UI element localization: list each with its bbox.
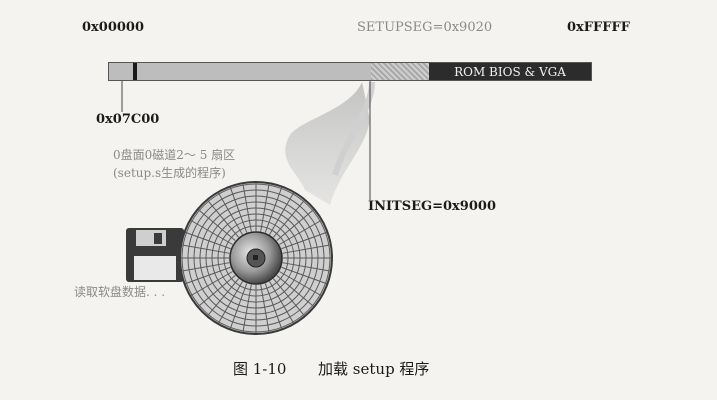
disk-sector-line [281,266,327,285]
disk-sector-line [190,220,233,245]
disk-sector-line [276,209,314,242]
initseg-label: INITSEG=0x9000 [368,199,496,214]
disk-sector-line [282,262,330,272]
disk-sector-line [218,281,243,324]
disk-sector-line [282,244,330,254]
disk-sector-line [207,278,240,316]
disk-sector-line [182,262,230,272]
figure-number: 图 1-10 [233,360,287,378]
disk-platter-icon [179,181,333,335]
sector-note-line-2: (setup.s生成的程序) [113,166,226,180]
disk-sector-line [276,274,314,307]
disk-sector-line [269,281,294,324]
disk-sector-line [190,271,233,296]
disk-sector-line [198,209,236,242]
disk-sector-line [272,200,305,238]
disk-sector-line [269,192,294,235]
disk-sector-line [264,187,283,233]
disk-sector-line [242,284,252,332]
data-transfer-beam [285,82,370,205]
disk-sector-line [281,231,327,250]
bootsect-address-label: 0x07C00 [96,112,160,127]
disk-sector-line [242,184,252,232]
read-floppy-label: 读取软盘数据. . . [74,285,166,299]
disk-sector-line [264,283,283,329]
disk-sector-line [198,274,236,307]
disk-sector-line [185,231,231,250]
disk-sector-line [229,283,248,329]
figure-title: 加载 setup 程序 [318,360,430,378]
sector-note-line-1: 0盘面0磁道2～ 5 扇区 [113,148,236,162]
setupseg-label: SETUPSEG=0x9020 [357,20,493,35]
data-transfer-beam-edge [332,81,375,176]
floppy-disk-icon [126,228,184,282]
bootsect-marker [133,63,137,80]
figure-caption: 图 1-10 加载 setup 程序 [233,358,429,379]
start-address-label: 0x00000 [82,20,145,35]
rom-bios-label: ROM BIOS & VGA [454,64,566,79]
disk-sector-line [207,200,240,238]
memory-map-bar: ROM BIOS & VGA [108,62,592,81]
end-address-label: 0xFFFFF [567,20,630,35]
disk-sector-line [185,266,231,285]
disk-sector-line [279,271,322,296]
rom-bios-block: ROM BIOS & VGA [429,63,591,80]
disk-sector-line [279,220,322,245]
disk-sector-line [218,192,243,235]
disk-sector-line [260,184,270,232]
disk-sector-line [272,278,305,316]
disk-sector-line [182,244,230,254]
disk-sector-line [229,187,248,233]
setup-region-hatch [371,63,429,80]
disk-sector-line [260,284,270,332]
